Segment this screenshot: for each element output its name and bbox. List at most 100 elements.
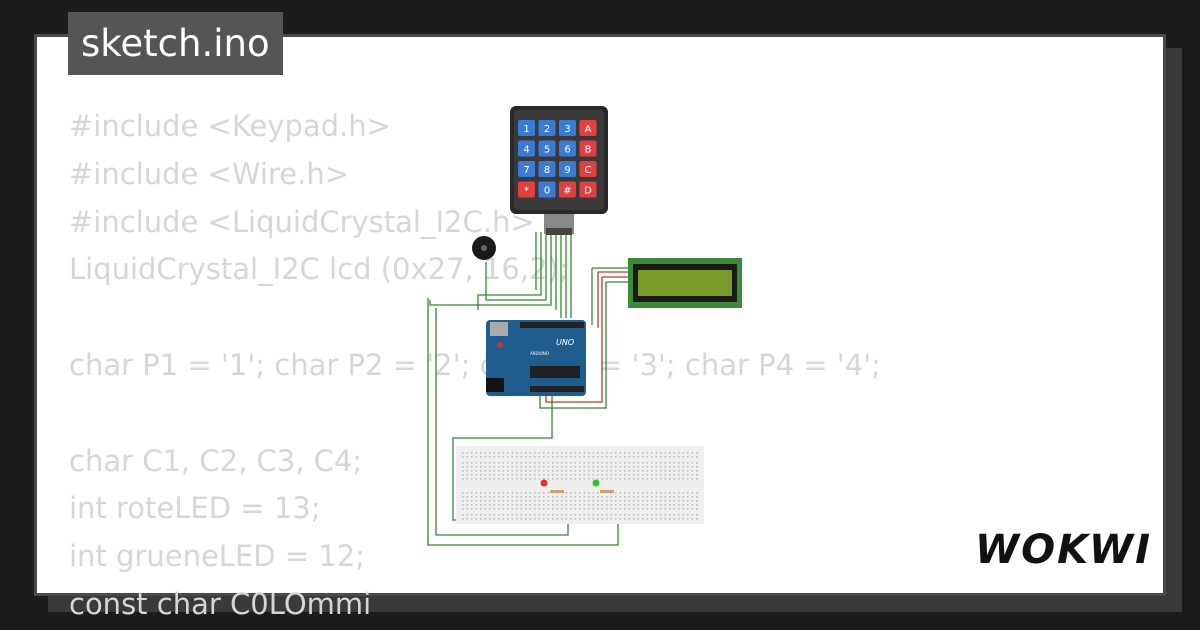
breadboard-hole: [507, 492, 509, 494]
breadboard-hole: [619, 474, 622, 476]
keypad-key[interactable]: [538, 120, 556, 136]
breadboard-hole: [493, 462, 496, 464]
keypad-key[interactable]: [518, 161, 535, 177]
breadboard-hole: [489, 474, 491, 476]
breadboard-hole: [565, 470, 568, 472]
keypad-key[interactable]: [518, 120, 535, 136]
breadboard-hole: [502, 474, 505, 476]
breadboard-hole: [601, 504, 604, 506]
breadboard-hole: [561, 496, 563, 498]
breadboard-hole: [498, 474, 500, 476]
breadboard-hole: [484, 466, 487, 468]
keypad-key[interactable]: [559, 140, 576, 157]
breadboard-hole: [597, 514, 599, 516]
breadboard-hole: [637, 508, 640, 510]
breadboard-hole: [678, 474, 680, 476]
breadboard-hole: [471, 514, 473, 516]
breadboard-hole: [556, 452, 559, 454]
breadboard-hole: [538, 514, 541, 516]
breadboard-hole: [534, 500, 536, 502]
keypad-key[interactable]: [538, 181, 556, 198]
keypad-key[interactable]: [559, 120, 576, 136]
breadboard-hole: [682, 500, 685, 502]
breadboard-hole: [673, 452, 676, 454]
breadboard-hole: [646, 452, 649, 454]
breadboard-hole: [498, 514, 500, 516]
breadboard-hole: [646, 500, 649, 502]
breadboard-hole: [529, 474, 532, 476]
breadboard-hole: [642, 518, 644, 520]
keypad-key[interactable]: [579, 181, 597, 198]
breadboard-hole: [601, 474, 604, 476]
breadboard-hole: [588, 478, 590, 480]
breadboard-hole: [646, 504, 649, 506]
breadboard-hole: [615, 462, 617, 464]
breadboard-hole: [507, 518, 509, 520]
breadboard-hole: [673, 496, 676, 498]
breadboard-hole: [615, 492, 617, 494]
breadboard-hole: [552, 478, 554, 480]
frame-shadow-right: [1166, 48, 1182, 612]
breadboard-hole: [642, 456, 644, 458]
breadboard-hole: [493, 466, 496, 468]
breadboard-hole: [642, 508, 644, 510]
breadboard-hole: [579, 456, 581, 458]
breadboard-hole: [651, 452, 653, 454]
breadboard-hole: [475, 514, 478, 516]
breadboard-hole: [552, 514, 554, 516]
breadboard-hole: [529, 470, 532, 472]
breadboard-hole: [606, 518, 608, 520]
breadboard-hole: [664, 518, 667, 520]
breadboard-hole: [547, 470, 550, 472]
breadboard-hole: [619, 500, 622, 502]
breadboard-hole: [606, 466, 608, 468]
breadboard-hole: [484, 500, 487, 502]
breadboard-hole: [597, 452, 599, 454]
keypad-key[interactable]: [538, 161, 556, 177]
keypad-key[interactable]: [559, 161, 576, 177]
breadboard-hole: [646, 478, 649, 480]
breadboard-hole: [534, 466, 536, 468]
breadboard-hole: [529, 500, 532, 502]
breadboard-hole: [592, 504, 595, 506]
breadboard-hole: [619, 508, 622, 510]
breadboard-hole: [651, 456, 653, 458]
breadboard-hole: [574, 456, 577, 458]
breadboard-hole: [678, 492, 680, 494]
breadboard-hole: [628, 466, 631, 468]
breadboard-hole: [669, 504, 671, 506]
breadboard-hole: [489, 518, 491, 520]
breadboard-hole: [583, 456, 586, 458]
breadboard-hole: [619, 504, 622, 506]
breadboard-hole: [637, 492, 640, 494]
keypad-key[interactable]: [559, 181, 576, 198]
breadboard-hole: [516, 478, 518, 480]
breadboard-hole: [543, 452, 545, 454]
keypad-key[interactable]: [538, 140, 556, 157]
breadboard-hole: [619, 496, 622, 498]
keypad-key[interactable]: [579, 161, 597, 177]
breadboard-hole: [489, 466, 491, 468]
sketch-title: sketch.ino: [68, 12, 283, 75]
breadboard-hole: [601, 462, 604, 464]
keypad-key[interactable]: [579, 140, 597, 157]
breadboard-hole: [588, 500, 590, 502]
breadboard-hole: [570, 462, 572, 464]
breadboard-hole: [538, 452, 541, 454]
breadboard-hole: [633, 478, 635, 480]
breadboard-hole: [642, 462, 644, 464]
breadboard-hole: [489, 514, 491, 516]
breadboard-hole: [664, 470, 667, 472]
breadboard-hole: [660, 456, 662, 458]
breadboard-hole: [520, 452, 523, 454]
breadboard-hole: [498, 462, 500, 464]
keypad-key[interactable]: [518, 181, 535, 198]
breadboard-hole: [565, 466, 568, 468]
breadboard-hole: [556, 496, 559, 498]
breadboard-hole: [601, 496, 604, 498]
breadboard-hole: [471, 466, 473, 468]
breadboard-hole: [574, 518, 577, 520]
keypad-key[interactable]: [518, 140, 535, 157]
keypad-key[interactable]: [579, 120, 597, 136]
